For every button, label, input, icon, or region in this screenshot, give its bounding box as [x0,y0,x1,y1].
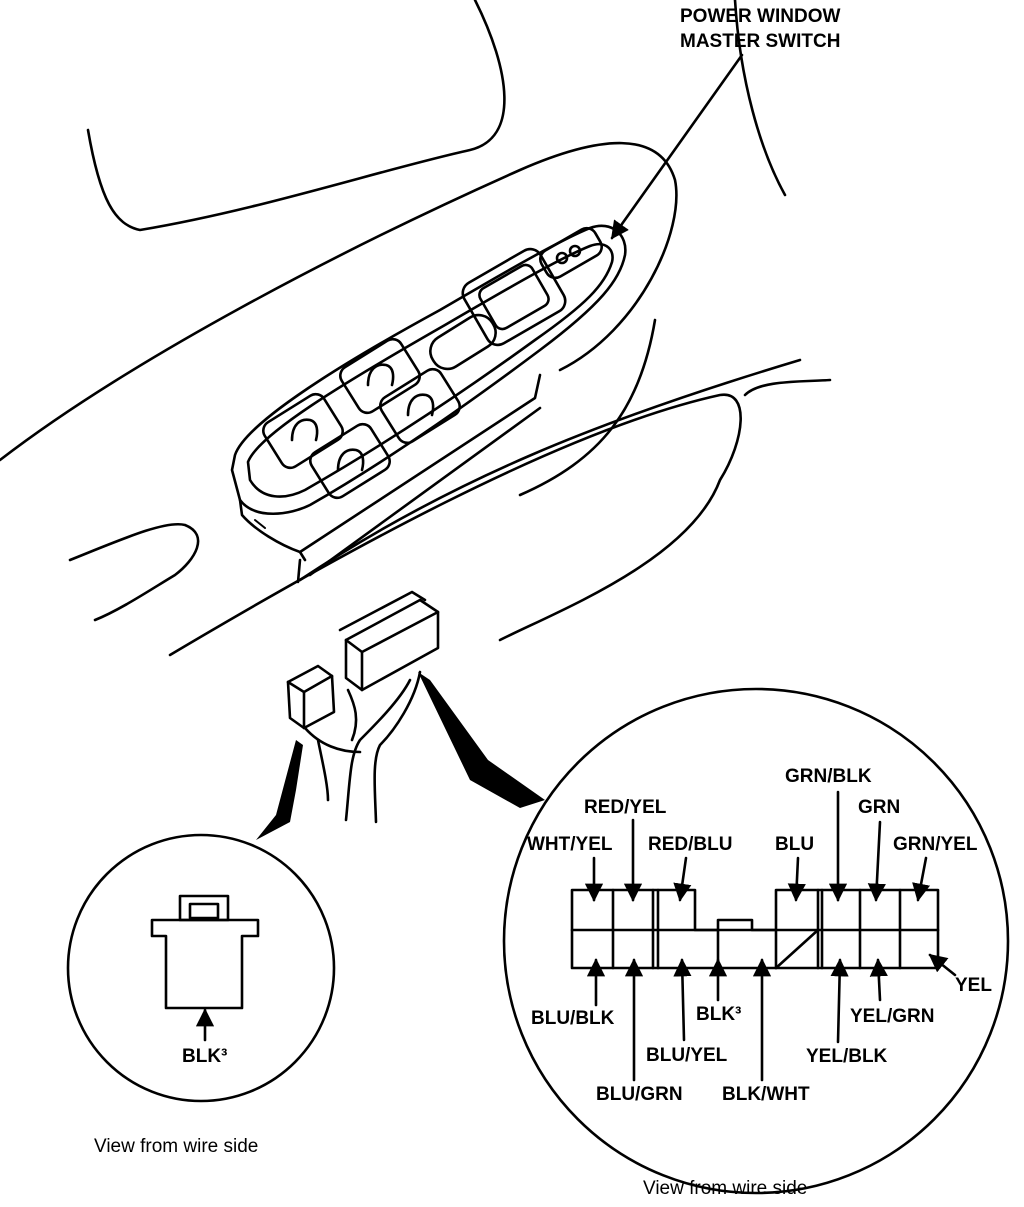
wire-label-grn: GRN [858,797,900,818]
main-switch-button [461,247,567,347]
left-pin-label: BLK³ [182,1046,227,1067]
title-label: POWER WINDOW MASTER SWITCH [680,6,840,52]
title-line-1: POWER WINDOW [680,6,840,27]
wire-label-wht-yel: WHT/YEL [527,834,613,855]
wire-label-blu: BLU [775,834,814,855]
right-caption: View from wire side [643,1178,807,1199]
mirror-switch [539,226,603,280]
left-caption: View from wire side [94,1136,258,1157]
master-switch-assembly [230,224,627,584]
left-callout-wedge [256,740,303,840]
left-detail-circle [66,833,336,1103]
wire-label-grn-blk: GRN/BLK [785,766,872,787]
wire-label-grn-yel: GRN/YEL [893,834,978,855]
title-leader-arrow [610,53,744,240]
left-connector-detail: BLK³ View from wire side [66,833,336,1157]
wire-label-red-yel: RED/YEL [584,797,667,818]
right-connector-detail: RED/YEL WHT/YEL RED/BLU BLU GRN/BLK GRN … [502,687,1010,1199]
wire-label-blk3: BLK³ [696,1004,741,1025]
wire-label-yel-blk: YEL/BLK [806,1046,888,1067]
wire-label-blu-yel: BLU/YEL [646,1045,728,1066]
wire-label-yel-grn: YEL/GRN [850,1006,934,1027]
door-panel-outline [0,0,832,657]
right-callout-wedge [418,672,545,808]
wire-label-blu-blk: BLU/BLK [531,1008,615,1029]
window-control-buttons [262,337,461,500]
right-detail-circle [502,687,1010,1195]
title-line-2: MASTER SWITCH [680,31,840,52]
wire-label-blk-wht: BLK/WHT [722,1084,810,1105]
harness-connectors [286,590,440,824]
wire-label-red-blu: RED/BLU [648,834,732,855]
wire-label-blu-grn: BLU/GRN [596,1084,683,1105]
single-pin-connector [150,894,260,1010]
lock-button [429,313,497,371]
wire-label-yel: YEL [955,975,992,996]
multi-pin-connector [570,888,940,970]
